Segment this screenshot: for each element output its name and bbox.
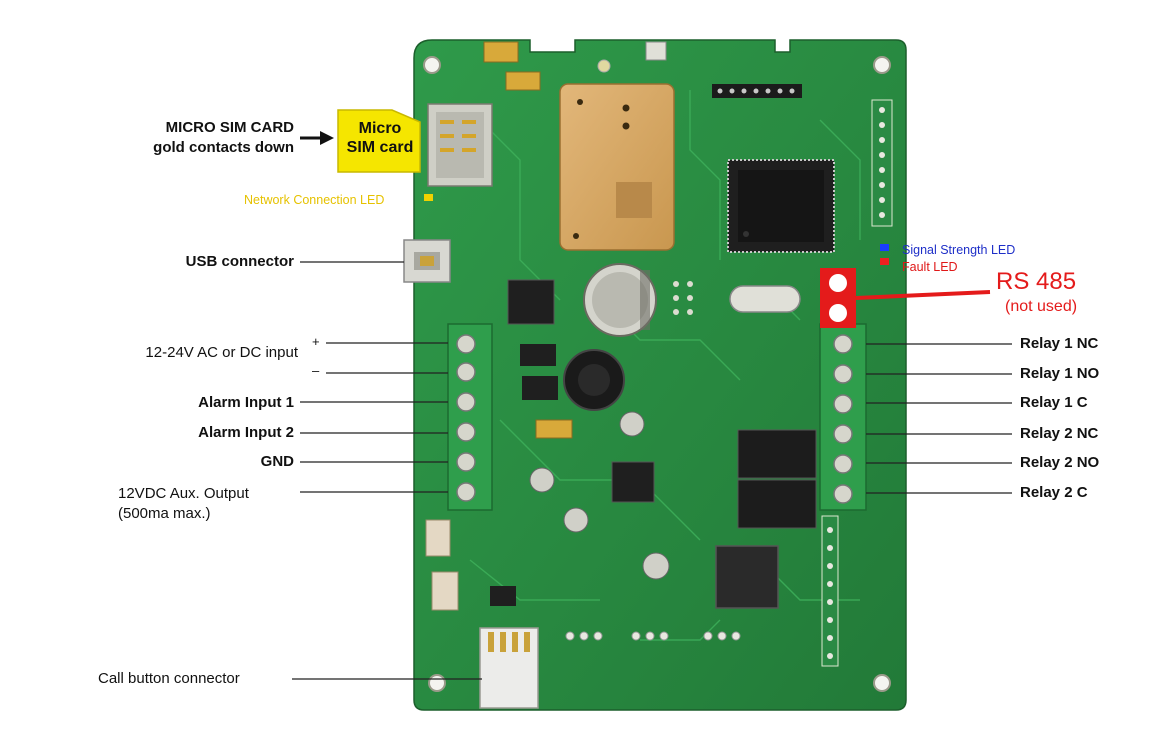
aux-output-label: 12VDC Aux. Output (500ma max.) — [118, 484, 249, 524]
relay-1-c-label: Relay 1 C — [1020, 394, 1088, 411]
sim-card-text-line2: SIM card — [346, 139, 414, 156]
small-cap-4 — [642, 552, 670, 580]
fault-led — [880, 258, 889, 265]
jp1-header — [673, 281, 693, 315]
relay-1 — [737, 429, 817, 479]
ic-d3 — [522, 376, 558, 400]
antenna-connector — [645, 41, 667, 61]
sim-arrow — [300, 131, 334, 145]
regulator — [611, 461, 655, 503]
gnd-label: GND — [260, 453, 294, 470]
cap-r58 — [505, 71, 541, 91]
power-input-label: 12-24V AC or DC input — [145, 344, 298, 361]
top-header — [712, 84, 802, 98]
sim-card-text: Micro SIM card — [342, 119, 418, 157]
mic-connector — [431, 571, 459, 611]
network-led-label: Network Connection LED — [244, 193, 385, 207]
sim-label-line1: MICRO SIM CARD — [165, 119, 294, 136]
small-cap-1 — [529, 467, 555, 493]
micro-sim-card — [337, 109, 421, 173]
usb-connector-label: USB connector — [185, 253, 294, 270]
alarm-input-1-label: Alarm Input 1 — [198, 394, 294, 411]
sim-card-text-line1: Micro — [358, 120, 402, 137]
buzzer — [715, 545, 779, 609]
fault-led-label: Fault LED — [902, 260, 958, 274]
ic-bottom-left — [490, 586, 516, 606]
gsm-module — [559, 83, 675, 251]
relay-2 — [737, 479, 817, 529]
sim-label-line2: gold contacts down — [153, 139, 294, 156]
bridge-rectifier — [507, 279, 555, 325]
inductor — [563, 349, 625, 411]
aux-output-line1: 12VDC Aux. Output — [118, 485, 249, 502]
relay-1-no-label: Relay 1 NO — [1020, 365, 1100, 382]
antenna-pad — [597, 59, 611, 73]
right-terminal-block — [819, 323, 867, 511]
signal-strength-led — [880, 244, 889, 251]
rs485-label: RS 485 — [996, 268, 1077, 295]
cap-c42 — [483, 41, 519, 63]
sim-holder — [427, 103, 493, 187]
left-terminal-block — [447, 323, 493, 511]
rs485-marker — [820, 268, 991, 328]
relay-2-no-label: Relay 2 NO — [1020, 454, 1100, 471]
relay-1-nc-label: Relay 1 NC — [1020, 335, 1099, 352]
relay-2-c-label: Relay 2 C — [1020, 484, 1088, 501]
network-led — [424, 194, 433, 201]
ic-small — [520, 344, 556, 366]
small-cap-3 — [563, 507, 589, 533]
usb-connector — [403, 239, 451, 283]
pb-pads — [565, 631, 741, 641]
speaker-connector — [425, 519, 451, 557]
right-header — [871, 99, 893, 227]
sim-label: MICRO SIM CARD gold contacts down — [60, 118, 294, 158]
small-cap-2 — [619, 411, 645, 437]
alarm-input-2-label: Alarm Input 2 — [198, 424, 294, 441]
right-callout-lines — [866, 343, 1012, 494]
aux-output-line2: (500ma max.) — [118, 505, 211, 522]
rs485-note: (not used) — [1005, 298, 1078, 315]
mounting-holes — [423, 56, 891, 692]
mcu-chip — [727, 159, 835, 253]
call-button-connector-part — [479, 627, 539, 709]
relay-2-nc-label: Relay 2 NC — [1020, 425, 1099, 442]
minus-sign: – — [312, 363, 320, 378]
plus-sign: + — [312, 334, 320, 349]
electrolytic-capacitor — [583, 263, 657, 337]
call-button-label: Call button connector — [98, 670, 240, 687]
crystal — [729, 285, 801, 313]
tantalum-cap-mid — [535, 419, 573, 439]
signal-strength-label: Signal Strength LED — [902, 243, 1016, 257]
left-callout-lines — [292, 261, 482, 680]
evm-header — [821, 515, 839, 667]
